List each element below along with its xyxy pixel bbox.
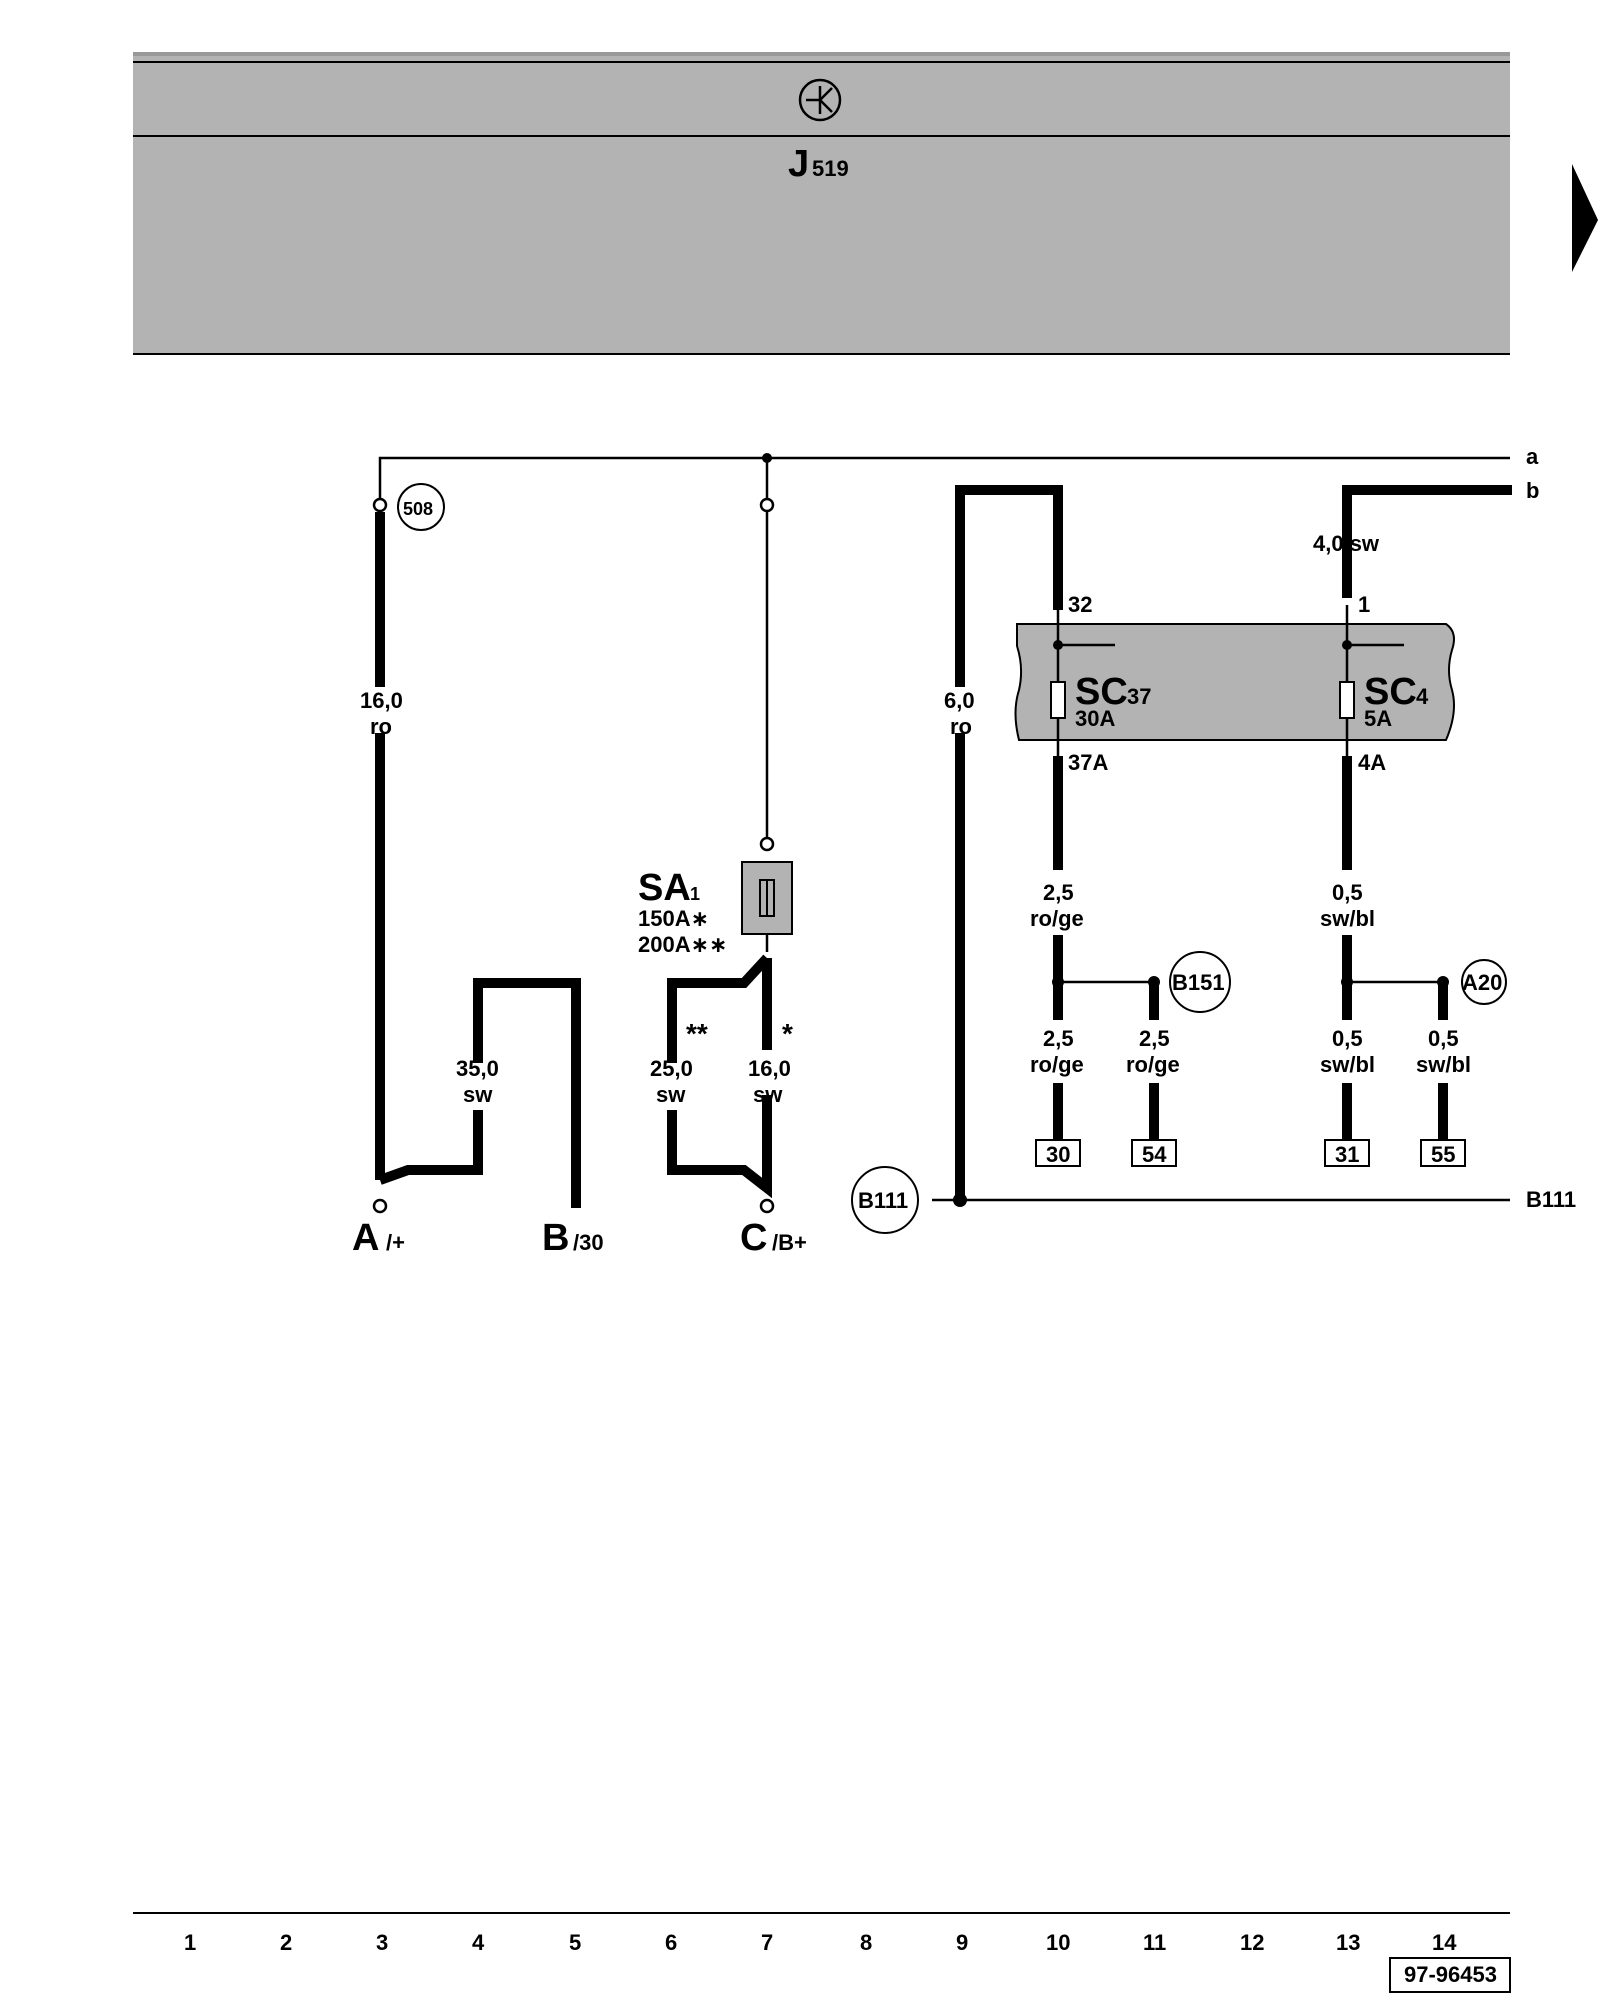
svg-text:sw: sw: [753, 1082, 783, 1107]
svg-text:32: 32: [1068, 592, 1092, 617]
connector-54[interactable]: 54: [1131, 1139, 1177, 1167]
svg-text:ro: ro: [950, 714, 972, 739]
svg-text:4A: 4A: [1358, 750, 1386, 775]
svg-text:A: A: [352, 1217, 379, 1259]
svg-text:5A: 5A: [1364, 706, 1392, 731]
track-number: 14: [1432, 1930, 1457, 1955]
svg-text:/30: /30: [573, 1230, 604, 1255]
fuse-sc4: 4,0 sw 1 SC 4 5A 4A 0,5 sw/bl 0,5 sw/bl …: [1313, 531, 1507, 1140]
svg-text:54: 54: [1142, 1142, 1167, 1167]
svg-text:200A∗∗: 200A∗∗: [638, 932, 727, 957]
connector-31[interactable]: 31: [1324, 1139, 1370, 1167]
svg-text:B111: B111: [1526, 1187, 1576, 1212]
line-b-label: b: [1526, 478, 1539, 503]
svg-text:37: 37: [1127, 684, 1151, 709]
control-unit-header: J 519: [133, 52, 1510, 355]
fuse-sa1: SA 1 150A∗ 200A∗∗: [638, 861, 793, 957]
svg-text:1: 1: [690, 884, 700, 904]
svg-text:0,5: 0,5: [1332, 1026, 1363, 1051]
svg-text:16,0: 16,0: [748, 1056, 791, 1081]
track-number: 12: [1240, 1930, 1264, 1955]
svg-text:55: 55: [1431, 1142, 1455, 1167]
svg-text:ro/ge: ro/ge: [1030, 906, 1084, 931]
svg-text:ro: ro: [370, 714, 392, 739]
svg-text:sw/bl: sw/bl: [1320, 1052, 1375, 1077]
svg-text:30: 30: [1046, 1142, 1070, 1167]
node-b151: B151: [1172, 970, 1225, 995]
footer-track-numbers: 1 2 3 4 5 6 7 8 9 10 11 12 13 14: [133, 1912, 1510, 1955]
track-number: 3: [376, 1930, 388, 1955]
next-page-arrow-icon[interactable]: [1572, 164, 1598, 272]
svg-text:*: *: [782, 1018, 793, 1049]
svg-text:ro/ge: ro/ge: [1126, 1052, 1180, 1077]
terminal-b[interactable]: B /30: [542, 1217, 604, 1259]
node-508: 508: [403, 499, 433, 519]
svg-text:16,0: 16,0: [360, 688, 403, 713]
track-number: 11: [1143, 1930, 1166, 1955]
svg-text:2,5: 2,5: [1043, 880, 1074, 905]
svg-text:30A: 30A: [1075, 706, 1115, 731]
fuse-sc4-name: SC: [1364, 671, 1417, 713]
svg-text:97-96453: 97-96453: [1404, 1962, 1497, 1987]
svg-text:ro/ge: ro/ge: [1030, 1052, 1084, 1077]
svg-text:2,5: 2,5: [1043, 1026, 1074, 1051]
svg-text:/+: /+: [386, 1230, 405, 1255]
wire-track-9-10: 6,0 ro: [944, 485, 1063, 1200]
svg-text:sw/bl: sw/bl: [1320, 906, 1375, 931]
track-number: 13: [1336, 1930, 1360, 1955]
wire-track-3: 16,0 ro 508: [360, 483, 445, 1180]
fuse-sc37-name: SC: [1075, 671, 1128, 713]
svg-text:35,0: 35,0: [456, 1056, 499, 1081]
track-number: 1: [184, 1930, 196, 1955]
track-number: 7: [761, 1930, 773, 1955]
svg-text:0,5: 0,5: [1332, 880, 1363, 905]
track-number: 9: [956, 1930, 968, 1955]
svg-text:4: 4: [1416, 684, 1429, 709]
svg-text:B: B: [542, 1217, 569, 1259]
svg-text:150A∗: 150A∗: [638, 906, 709, 931]
svg-text:sw/bl: sw/bl: [1416, 1052, 1471, 1077]
svg-text:6,0: 6,0: [944, 688, 975, 713]
wire-track-6-7: ** * 25,0 sw 16,0 sw: [650, 934, 793, 1199]
component-number: 519: [812, 156, 849, 181]
fuse-sa1-name: SA: [638, 867, 691, 909]
terminal-a[interactable]: A /+: [352, 1198, 405, 1259]
track-number: 4: [472, 1930, 485, 1955]
fuse-sc37: 32 SC 37 30A 37A 2,5 ro/ge 2,5 ro/ge 2,5…: [1030, 592, 1231, 1140]
control-unit-symbol-icon: [798, 78, 842, 122]
svg-text:1: 1: [1358, 592, 1370, 617]
svg-text:4,0 sw: 4,0 sw: [1313, 531, 1380, 556]
svg-text:sw: sw: [463, 1082, 493, 1107]
component-name: J: [788, 143, 809, 185]
terminal-c[interactable]: C /B+: [740, 1198, 807, 1259]
track-number: 10: [1046, 1930, 1070, 1955]
line-a-label: a: [1526, 444, 1539, 469]
svg-text:37A: 37A: [1068, 750, 1108, 775]
track-number: 8: [860, 1930, 872, 1955]
connector-30[interactable]: 30: [1035, 1139, 1081, 1167]
svg-text:31: 31: [1335, 1142, 1359, 1167]
line-b: b: [1342, 478, 1539, 598]
svg-text:2,5: 2,5: [1139, 1026, 1170, 1051]
svg-text:C: C: [740, 1217, 767, 1259]
track-number: 6: [665, 1930, 677, 1955]
wire-track-7-thin: [759, 458, 775, 852]
svg-text:sw: sw: [656, 1082, 686, 1107]
track-number: 5: [569, 1930, 581, 1955]
svg-text:0,5: 0,5: [1428, 1026, 1459, 1051]
document-number: 97-96453: [1389, 1957, 1511, 1993]
svg-text:25,0: 25,0: [650, 1056, 693, 1081]
track-number: 2: [280, 1930, 292, 1955]
svg-text:**: **: [686, 1018, 708, 1049]
ground-line-b111: B111 B111: [851, 1166, 1576, 1234]
node-b111: B111: [858, 1188, 908, 1213]
svg-text:/B+: /B+: [772, 1230, 807, 1255]
connector-55[interactable]: 55: [1420, 1139, 1466, 1167]
wire-track-4-5: 35,0 sw: [378, 978, 581, 1208]
node-a20: A20: [1462, 970, 1502, 995]
